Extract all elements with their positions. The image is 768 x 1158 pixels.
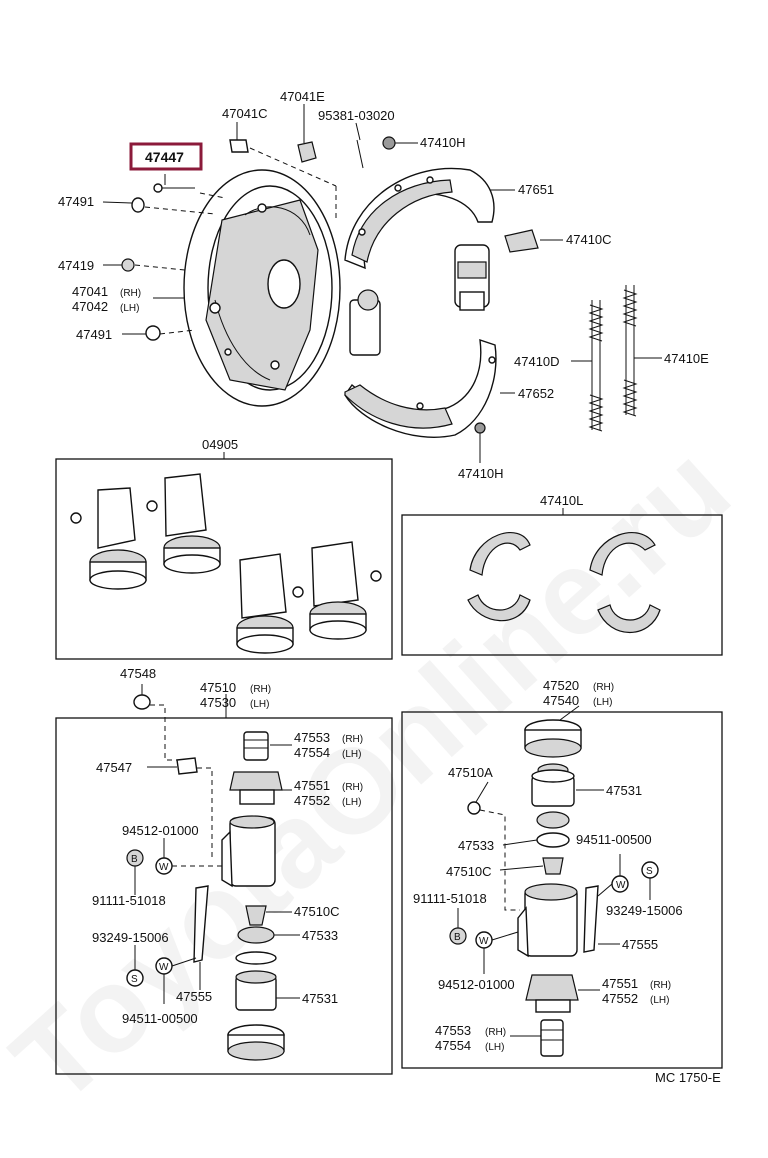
label-47041-rh: (RH)	[120, 288, 141, 299]
label-47042-lh: (LH)	[120, 303, 139, 314]
label-47547[interactable]: 47547	[96, 760, 132, 775]
label-47552-lh-left: (LH)	[342, 797, 361, 808]
label-47447[interactable]: 47447	[145, 149, 184, 165]
label-94512-01000-right[interactable]: 94512-01000	[438, 977, 515, 992]
label-47553-rh-left: (RH)	[342, 734, 363, 745]
label-47551-left[interactable]: 47551	[294, 778, 330, 793]
label-47410C[interactable]: 47410C	[566, 232, 612, 247]
label-47531-left[interactable]: 47531	[302, 991, 338, 1006]
marker-w2-left: W	[159, 962, 169, 973]
marker-w1-right: W	[616, 880, 626, 891]
label-47510C-right[interactable]: 47510C	[446, 864, 492, 879]
label-47520-rh: (RH)	[593, 682, 614, 693]
label-94512-01000-left[interactable]: 94512-01000	[122, 823, 199, 838]
label-47533-right[interactable]: 47533	[458, 838, 494, 853]
label-47552-lh-right: (LH)	[650, 995, 669, 1006]
left-cylinder-box	[55, 684, 393, 1075]
label-47041C[interactable]: 47041C	[222, 106, 268, 121]
label-94511-00500-right[interactable]: 94511-00500	[576, 832, 652, 847]
label-47510[interactable]: 47510	[200, 680, 236, 695]
label-47554-right[interactable]: 47554	[435, 1038, 471, 1053]
label-47041[interactable]: 47041	[72, 284, 108, 299]
label-93249-15006-right[interactable]: 93249-15006	[606, 903, 683, 918]
spring-47410D	[588, 300, 604, 432]
label-47553-left[interactable]: 47553	[294, 730, 330, 745]
kit-04905-box	[55, 452, 393, 660]
label-47510C-left[interactable]: 47510C	[294, 904, 340, 919]
marker-w1-left: W	[159, 862, 169, 873]
label-47554-lh-right: (LH)	[485, 1042, 504, 1053]
label-94511-00500-left[interactable]: 94511-00500	[122, 1011, 198, 1026]
label-47551-right[interactable]: 47551	[602, 976, 638, 991]
label-47510A[interactable]: 47510A	[448, 765, 493, 780]
label-47553-rh-right: (RH)	[485, 1027, 506, 1038]
label-91111-51018-right[interactable]: 91111-51018	[413, 891, 487, 906]
label-47533-left[interactable]: 47533	[302, 928, 338, 943]
label-47552-left[interactable]: 47552	[294, 793, 330, 808]
label-47540[interactable]: 47540	[543, 693, 579, 708]
label-47531-right[interactable]: 47531	[606, 783, 642, 798]
label-47540-lh: (LH)	[593, 697, 612, 708]
label-47410E[interactable]: 47410E	[664, 351, 709, 366]
label-91111-51018-left[interactable]: 91111-51018	[92, 893, 166, 908]
marker-b-right: B	[454, 932, 461, 943]
right-cylinder-box	[401, 705, 723, 1069]
label-47042[interactable]: 47042	[72, 299, 108, 314]
marker-w2-right: W	[479, 936, 489, 947]
label-47410H-bottom[interactable]: 47410H	[458, 466, 504, 481]
highlight-box-47447	[129, 142, 203, 171]
label-47554-lh-left: (LH)	[342, 749, 361, 760]
label-47551-rh-left: (RH)	[342, 782, 363, 793]
label-47548[interactable]: 47548	[120, 666, 156, 681]
label-47510-rh: (RH)	[250, 684, 271, 695]
label-kit-47410L[interactable]: 47410L	[540, 493, 583, 508]
label-47552-right[interactable]: 47552	[602, 991, 638, 1006]
label-47491-a[interactable]: 47491	[58, 194, 94, 209]
label-47410H-top[interactable]: 47410H	[420, 135, 466, 150]
marker-s-left: S	[131, 974, 138, 985]
kit-47410L-box	[401, 508, 723, 656]
backing-plate-assembly	[102, 104, 662, 463]
label-47652[interactable]: 47652	[518, 386, 554, 401]
label-47419[interactable]: 47419	[58, 258, 94, 273]
marker-s-right: S	[646, 866, 653, 877]
label-47491-b[interactable]: 47491	[76, 327, 112, 342]
label-47651[interactable]: 47651	[518, 182, 554, 197]
label-95381-03020[interactable]: 95381-03020	[318, 108, 395, 123]
label-93249-15006-left[interactable]: 93249-15006	[92, 930, 169, 945]
label-47551-rh-right: (RH)	[650, 980, 671, 991]
spring-47410E	[622, 285, 638, 417]
label-47520[interactable]: 47520	[543, 678, 579, 693]
label-47555-left[interactable]: 47555	[176, 989, 212, 1004]
label-47555-right[interactable]: 47555	[622, 937, 658, 952]
label-47530-lh: (LH)	[250, 699, 269, 710]
label-47410D[interactable]: 47410D	[514, 354, 560, 369]
label-47553-right[interactable]: 47553	[435, 1023, 471, 1038]
label-47530[interactable]: 47530	[200, 695, 236, 710]
label-kit-04905[interactable]: 04905	[202, 437, 238, 452]
label-47041E[interactable]: 47041E	[280, 89, 325, 104]
drawing-code: MC 1750-E	[655, 1070, 721, 1085]
label-47554-left[interactable]: 47554	[294, 745, 330, 760]
marker-b-left: B	[131, 854, 138, 865]
